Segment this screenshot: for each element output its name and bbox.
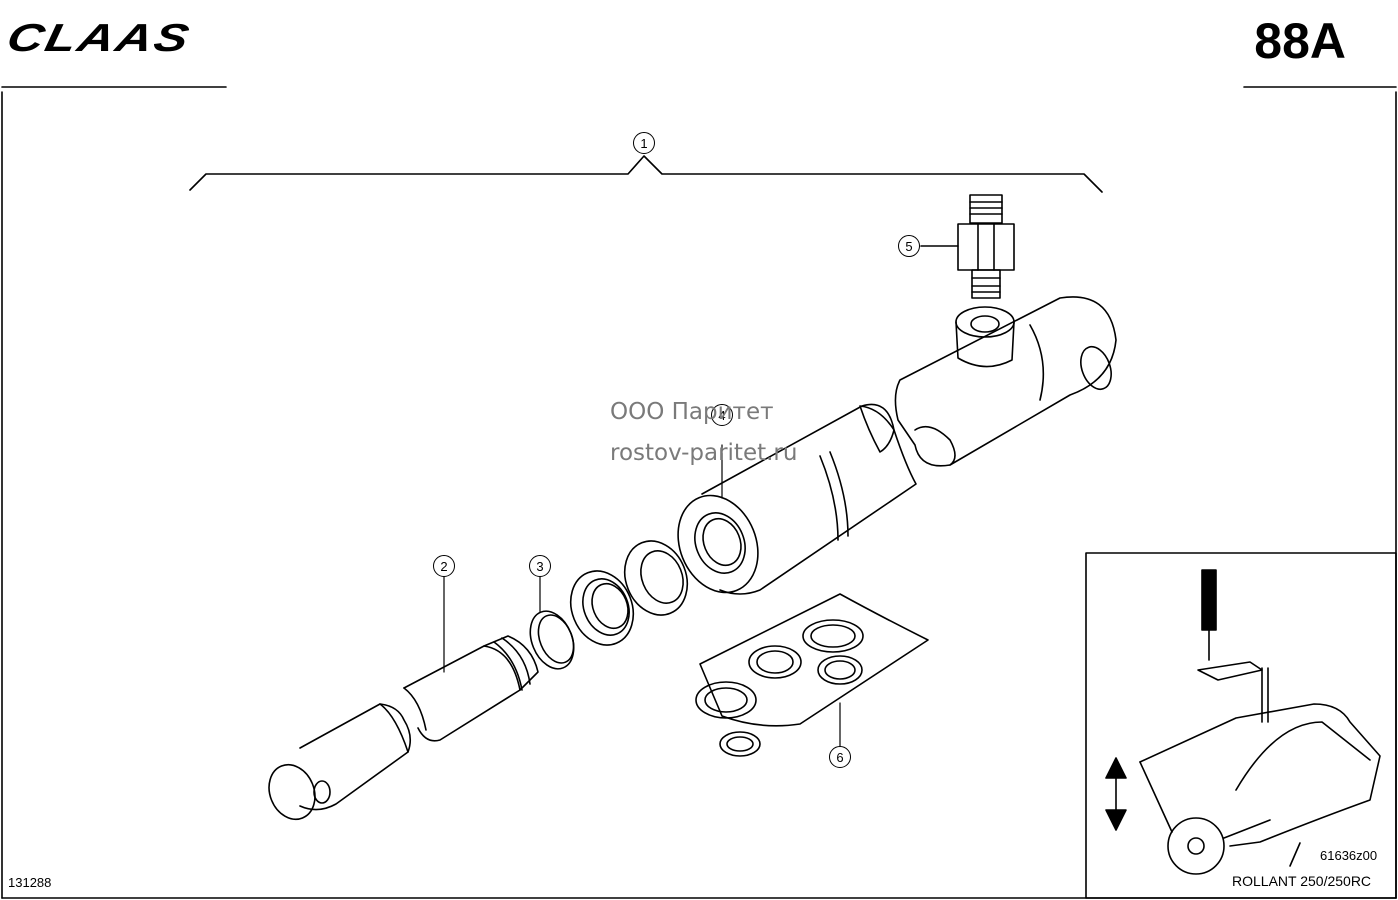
drawing-number: 131288: [8, 875, 52, 890]
callout-2: 2: [433, 555, 455, 577]
watermark-line-1: ООО Паритет: [610, 399, 774, 425]
cylinder-head-part: [894, 296, 1117, 467]
assembly-bracket: [189, 155, 1103, 193]
callout-4: 4: [711, 404, 733, 426]
snap-ring-part: [529, 610, 575, 670]
inset-machine-view: [1085, 552, 1397, 899]
cylinder-tube-part: [677, 403, 917, 595]
gland-seal-part: [569, 540, 689, 646]
callout-6: 6: [829, 746, 851, 768]
frame-lines: [1, 86, 1397, 899]
callout-1: 1: [633, 132, 655, 154]
callout-5: 5: [898, 235, 920, 257]
seal-kit-part: [695, 593, 929, 757]
callout-3: 3: [529, 555, 551, 577]
watermark-line-2: rostov-paritet.ru: [610, 440, 798, 466]
inset-model-label: ROLLANT 250/250RC: [1232, 873, 1372, 889]
piston-rod-part: [268, 635, 539, 821]
fitting-part: [957, 194, 1015, 299]
page-number: 88A: [1254, 13, 1346, 69]
inset-image-code: 61636z00: [1320, 848, 1378, 863]
